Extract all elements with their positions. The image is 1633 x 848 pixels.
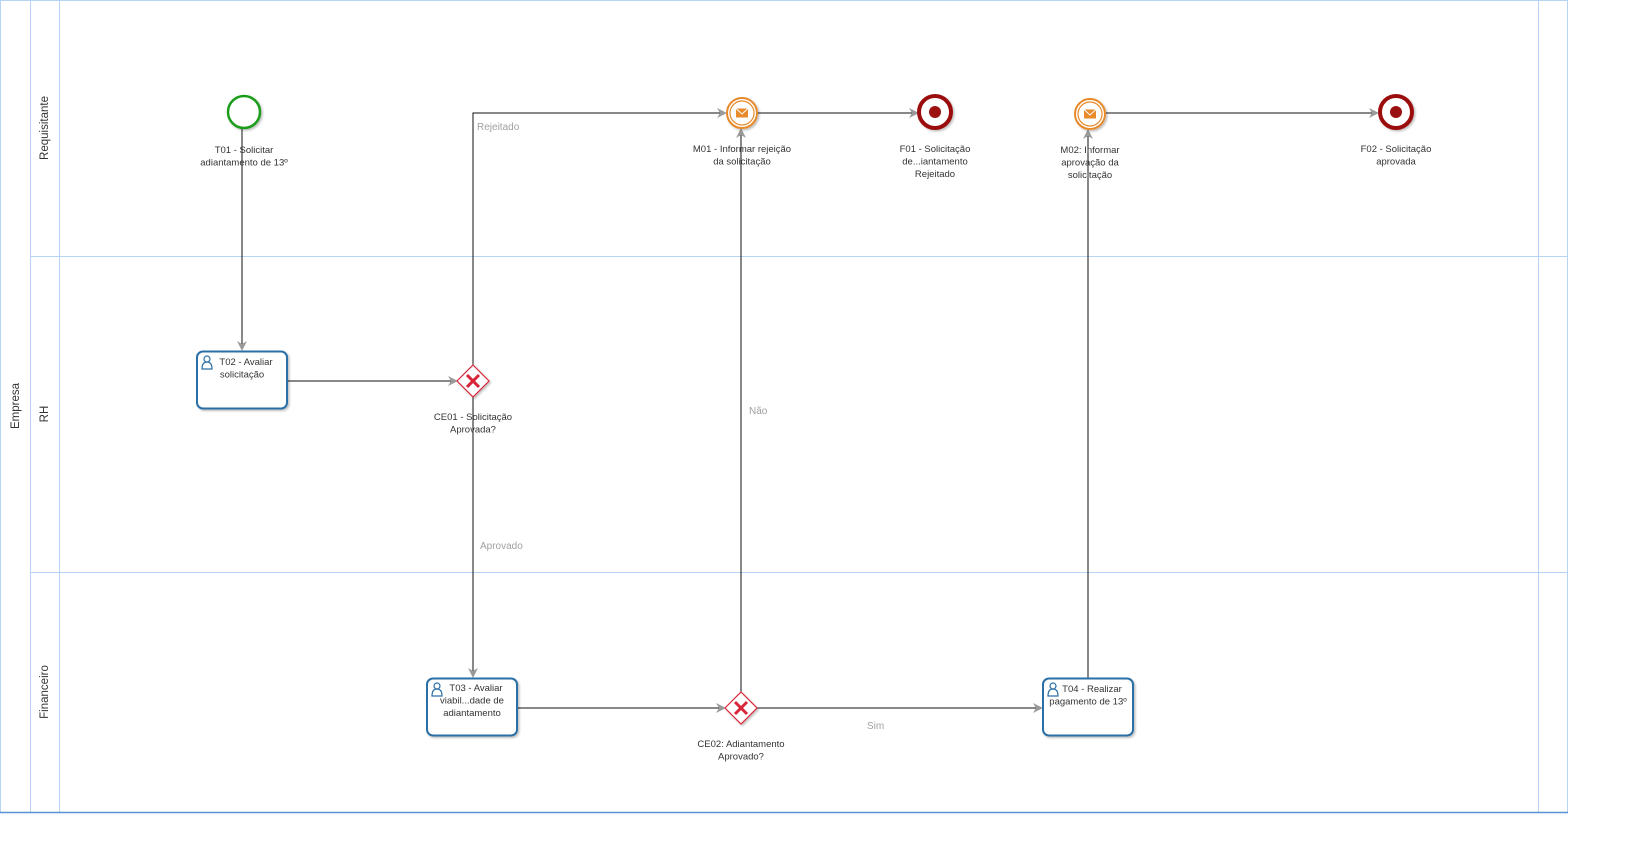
end-event-dot xyxy=(929,106,941,118)
t03-label-line: T03 - Avaliar xyxy=(449,683,502,694)
f02-end-event[interactable]: F02 - Solicitação aprovada xyxy=(1361,94,1432,168)
t04-user-task[interactable]: T04 - Realizar pagamento de 13º xyxy=(1042,677,1134,737)
t03-label-line: adiantamento xyxy=(443,708,501,719)
user-icon-body xyxy=(1047,688,1059,697)
t01-label-line: T01 - Solicitar xyxy=(215,145,274,156)
lane-label-requisitante[interactable]: Requisitante xyxy=(39,96,51,160)
flow-label-sim: Sim xyxy=(867,721,884,732)
f01-end-event[interactable]: F01 - Solicitação de...iantamentoRejeitad… xyxy=(900,94,971,180)
t02-label-line: solicitação xyxy=(220,370,264,381)
f02-label-line: aprovada xyxy=(1376,157,1416,168)
t02-label-line: T02 - Avaliar xyxy=(219,357,272,368)
flow-label-rejeitado: Rejeitado xyxy=(477,122,520,133)
user-icon-body xyxy=(201,361,213,370)
task-box xyxy=(426,677,518,737)
end-event-dot xyxy=(1390,106,1402,118)
ce02-label-line: CE02: Adiantamento xyxy=(697,739,784,750)
m02-label-line: aprovação da xyxy=(1061,158,1119,169)
envelope-flap xyxy=(735,108,749,115)
f02-label-line: F02 - Solicitação xyxy=(1361,144,1432,155)
t01-label-line: adiantamento de 13º xyxy=(200,158,288,169)
t03-user-task[interactable]: T03 - Avaliar viabil...dade deadiantament… xyxy=(426,677,518,737)
m01-message-event[interactable]: M01 - Informar rejeição da solicitação xyxy=(693,97,791,168)
x-icon xyxy=(465,373,481,389)
f01-label-line: F01 - Solicitação xyxy=(900,144,971,155)
envelope-flap xyxy=(1083,109,1097,116)
user-icon-body xyxy=(431,688,443,697)
lane-label-rh[interactable]: RH xyxy=(39,406,51,423)
pool-label: Empresa xyxy=(10,382,22,429)
m01-label-line: da solicitação xyxy=(713,157,771,168)
t02-user-task[interactable]: T02 - Avaliar solicitação xyxy=(196,350,288,410)
sequence-flows xyxy=(237,108,1379,713)
envelope-icon xyxy=(736,108,748,118)
flow-label-nao: Não xyxy=(749,406,768,417)
t01-start-event[interactable]: T01 - Solicitar adiantamento de 13º xyxy=(200,94,288,169)
envelope-icon xyxy=(1084,109,1096,119)
m02-label-line: M02: Informar xyxy=(1060,145,1119,156)
task-box xyxy=(1042,677,1134,737)
flow-label-aprovado: Aprovado xyxy=(480,541,523,552)
t03-label-line: viabil...dade de xyxy=(440,696,504,707)
ce01-label-line: Aprovada? xyxy=(450,425,496,436)
f01-label-line: de...iantamento xyxy=(902,157,968,168)
t04-label-line: pagamento de 13º xyxy=(1049,697,1127,708)
f01-label-line: Rejeitado xyxy=(915,169,955,180)
ce01-label-line: CE01 - Solicitação xyxy=(434,412,512,423)
start-event-icon xyxy=(226,94,262,130)
t04-label-line: T04 - Realizar xyxy=(1062,684,1122,695)
x-icon xyxy=(733,700,749,716)
m02-label-line: solicitação xyxy=(1068,170,1112,181)
flow-ce01-m01[interactable] xyxy=(472,108,727,365)
ce02-label-line: Aprovado? xyxy=(718,752,764,763)
m01-label-line: M01 - Informar rejeição xyxy=(693,144,791,155)
lane-label-financeiro[interactable]: Financeiro xyxy=(39,665,51,719)
task-box xyxy=(196,350,288,410)
